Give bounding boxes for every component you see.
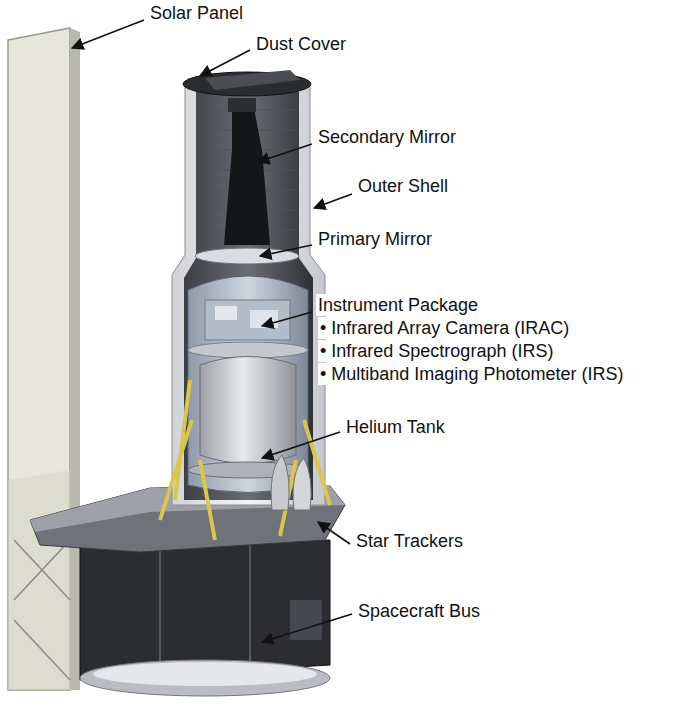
part-label: Dust Cover bbox=[254, 33, 348, 55]
instrument-package bbox=[205, 300, 290, 340]
part-label: Helium Tank bbox=[344, 416, 447, 438]
shell-interior bbox=[184, 92, 313, 500]
instrument-item: • Infrared Array Camera (IRAC) bbox=[318, 317, 571, 339]
bus-ring bbox=[80, 660, 330, 696]
part-label: Outer Shell bbox=[356, 175, 450, 197]
cryostat bbox=[188, 276, 308, 493]
instrument-item: • Infrared Spectrograph (IRS) bbox=[318, 340, 555, 362]
support-struts bbox=[160, 380, 330, 540]
leader-line bbox=[314, 194, 352, 208]
leader-line bbox=[260, 245, 312, 256]
leader-line bbox=[262, 312, 312, 326]
leader-lines bbox=[72, 20, 352, 642]
bus-ring-top bbox=[93, 662, 317, 686]
part-label: Star Trackers bbox=[354, 530, 465, 552]
leader-line bbox=[200, 50, 250, 76]
leader-line bbox=[262, 432, 340, 458]
panel-shade bbox=[8, 470, 70, 690]
leader-line bbox=[72, 20, 144, 48]
part-label: Spacecraft Bus bbox=[356, 600, 482, 622]
panel-truss bbox=[14, 540, 70, 680]
solar-panel bbox=[8, 28, 70, 690]
secondary-mount bbox=[228, 98, 256, 112]
leader-line bbox=[258, 144, 312, 162]
spacecraft-bus bbox=[80, 540, 330, 680]
star-tracker bbox=[293, 458, 311, 510]
solar-panel-edge bbox=[70, 28, 80, 690]
part-label: Instrument Package bbox=[316, 294, 480, 316]
part-label: Secondary Mirror bbox=[316, 126, 458, 148]
tank-base bbox=[188, 462, 308, 478]
helium-tank bbox=[200, 357, 296, 464]
outer-shell bbox=[172, 85, 325, 505]
dust-cover-top bbox=[205, 70, 300, 90]
instrument-box bbox=[215, 306, 237, 320]
part-label: Solar Panel bbox=[148, 2, 245, 24]
star-tracker bbox=[271, 455, 289, 510]
tank-rim bbox=[188, 342, 308, 358]
bus-panels bbox=[160, 544, 250, 676]
bus-vent bbox=[290, 600, 322, 640]
leader-line bbox=[318, 522, 350, 544]
secondary-mirror bbox=[224, 98, 270, 245]
leader-line bbox=[262, 614, 352, 642]
instrument-item: • Multiband Imaging Photometer (IRS) bbox=[318, 363, 625, 385]
part-label: Primary Mirror bbox=[316, 228, 434, 250]
